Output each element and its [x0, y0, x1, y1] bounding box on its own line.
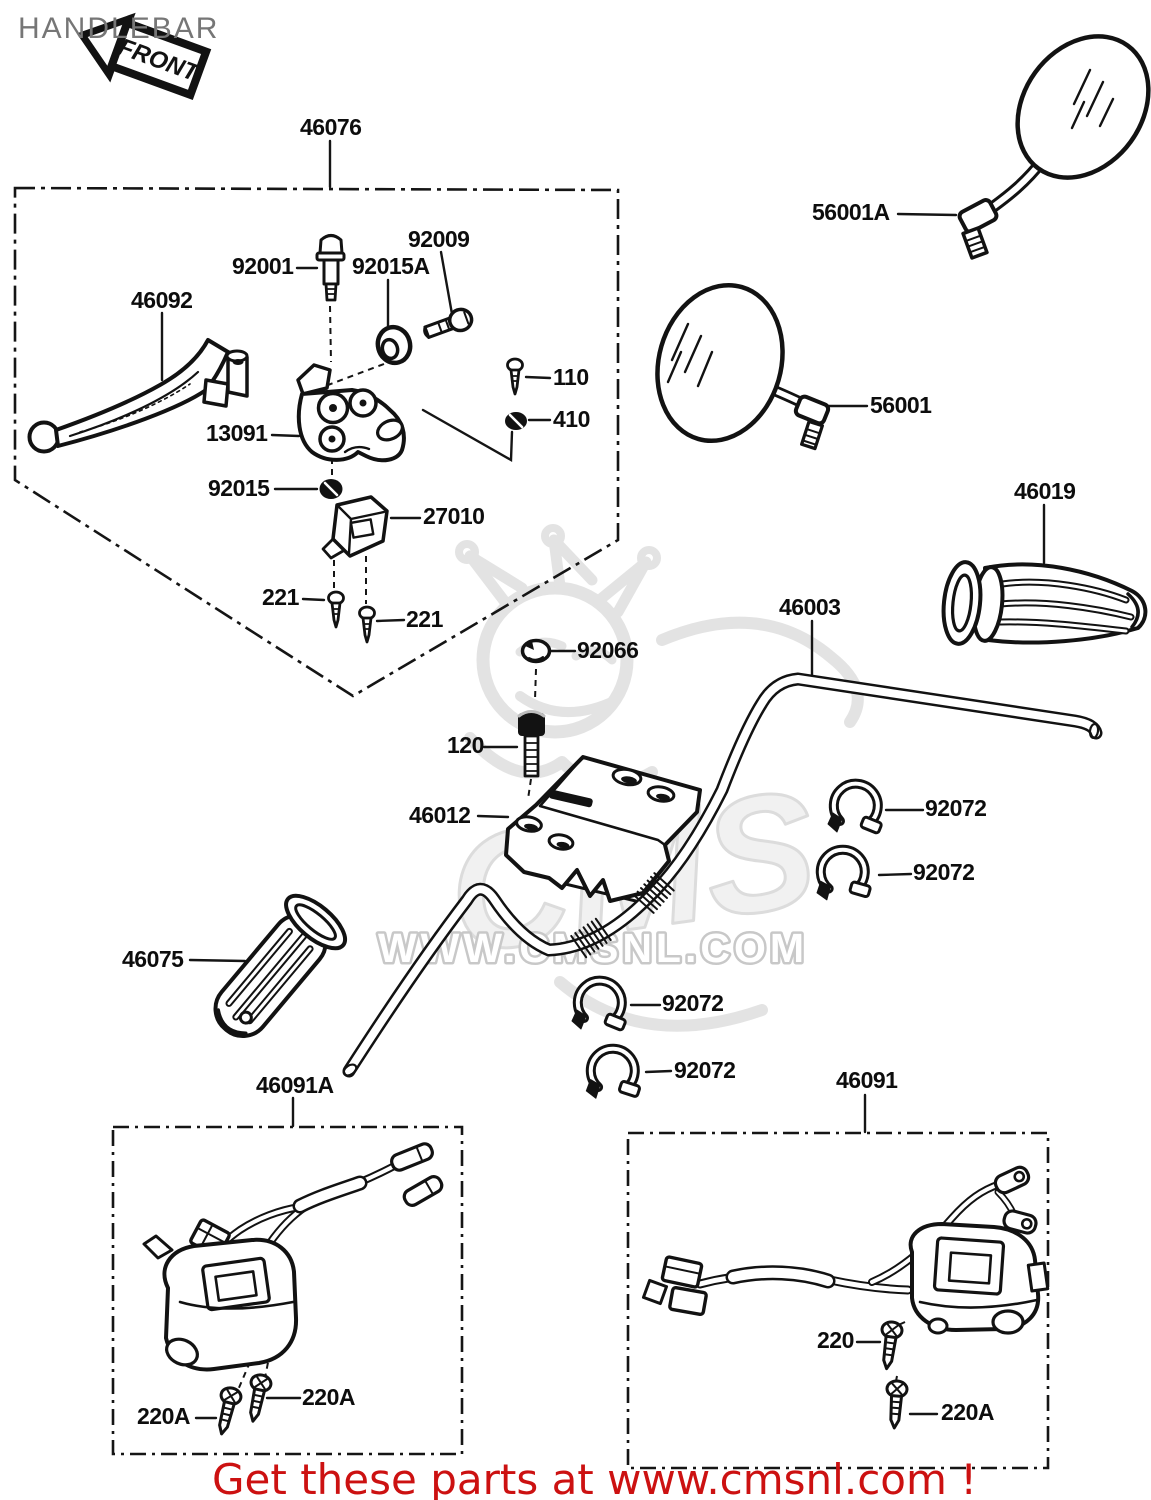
left-switch-assembly-boundary — [111, 1125, 464, 1456]
part-label-221-right: 221 — [406, 606, 443, 632]
handlebar-knurl-right — [633, 872, 675, 914]
cap-92066 — [520, 638, 552, 664]
square-connector — [668, 1285, 708, 1317]
screw-221-right — [358, 605, 376, 644]
handlebar-tube — [342, 672, 1103, 1078]
screw-221-left — [327, 590, 345, 629]
left-grip-46075 — [213, 893, 348, 1039]
handlebar-clamp-46012 — [504, 755, 702, 904]
clamp-screw-110 — [506, 357, 524, 396]
part-label-56001A: 56001A — [812, 199, 890, 225]
part-label-92015A: 92015A — [352, 253, 430, 279]
assembly-boundaries — [13, 186, 1050, 1470]
bullet-connector — [390, 1142, 434, 1172]
part-label-92072-1: 92072 — [925, 795, 987, 821]
mirror-56001 — [655, 282, 831, 451]
front-arrow-badge: FRONT — [76, 12, 212, 100]
part-label-220A-right: 220A — [941, 1399, 994, 1425]
part-label-46091A: 46091A — [256, 1072, 334, 1098]
right-switch-assembly-boundary — [626, 1131, 1050, 1470]
square-connector — [660, 1255, 704, 1289]
left-switch-housing — [142, 1234, 299, 1372]
part-label-92009: 92009 — [408, 226, 470, 252]
part-label-92015: 92015 — [208, 475, 270, 501]
part-label-110: 110 — [553, 364, 589, 390]
ring-terminal — [1002, 1209, 1038, 1235]
screw-220 — [875, 1319, 905, 1372]
part-label-46003: 46003 — [779, 594, 841, 620]
right-switch-housing — [908, 1222, 1050, 1335]
part-label-46075: 46075 — [122, 946, 184, 972]
leader-lines — [160, 139, 1046, 1420]
clip-92072-2 — [813, 847, 872, 902]
brake-lever — [27, 338, 249, 454]
part-label-13091: 13091 — [206, 420, 268, 446]
part-label-27010: 27010 — [423, 503, 485, 529]
clamp-nut-410 — [505, 412, 527, 430]
screw-220A — [882, 1378, 910, 1431]
part-label-46012: 46012 — [409, 802, 471, 828]
clip-92072-1 — [828, 784, 882, 834]
pivot-bolt-92001 — [315, 234, 346, 302]
lever-holder-13091 — [296, 363, 406, 463]
left-switch-assembly — [142, 1142, 444, 1438]
screw-220A-left — [210, 1384, 245, 1438]
part-label-221-left: 221 — [262, 584, 299, 610]
part-label-220A-left-2: 220A — [302, 1384, 355, 1410]
part-label-46076: 46076 — [300, 114, 362, 140]
part-label-120: 120 — [447, 732, 484, 758]
square-connector — [641, 1278, 669, 1306]
washer-92015A — [375, 324, 413, 366]
lever-assembly-boundary — [13, 186, 620, 698]
part-label-46091: 46091 — [836, 1067, 898, 1093]
part-label-92072-3: 92072 — [662, 990, 724, 1016]
bolt-92009 — [423, 307, 474, 339]
part-label-92066: 92066 — [577, 637, 639, 663]
throttle-grip-46019 — [941, 560, 1148, 646]
promo-link[interactable]: Get these parts at www.cmsnl.com ! — [212, 1455, 978, 1500]
switch-bracket-27010 — [321, 495, 389, 560]
right-switch-assembly — [641, 1165, 1050, 1431]
part-label-410: 410 — [553, 406, 590, 432]
clip-92072-4 — [584, 1047, 641, 1101]
bullet-connector — [402, 1175, 444, 1207]
part-label-46092: 46092 — [131, 287, 193, 313]
part-label-92072-2: 92072 — [913, 859, 975, 885]
mirror-56001A — [957, 34, 1151, 260]
dome-nut-92015 — [319, 479, 343, 499]
socket-bolt-120 — [517, 710, 546, 778]
part-label-56001: 56001 — [870, 392, 932, 418]
part-label-220-right: 220 — [817, 1327, 854, 1353]
page-title: HANDLEBAR — [18, 12, 220, 45]
part-label-46019: 46019 — [1014, 478, 1076, 504]
handlebar-knurl-left — [570, 917, 612, 959]
part-label-92001: 92001 — [232, 253, 294, 279]
part-label-220A-left-1: 220A — [137, 1403, 190, 1429]
ring-terminal — [993, 1165, 1031, 1195]
part-label-92072-4: 92072 — [674, 1057, 736, 1083]
